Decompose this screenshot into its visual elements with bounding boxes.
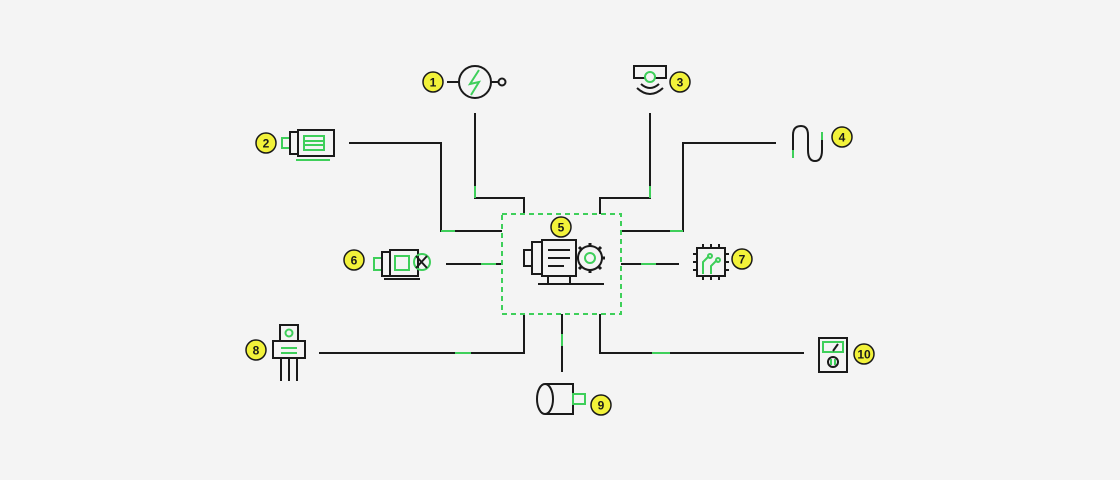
connector-8 [319, 314, 525, 354]
connector-3 [599, 113, 651, 214]
badge-7-label: 7 [739, 253, 746, 267]
badge-1: 1 [422, 71, 444, 93]
badge-6-label: 6 [351, 254, 358, 268]
multimeter-icon [818, 337, 848, 373]
badge-5: 5 [550, 216, 572, 238]
badge-2-label: 2 [263, 137, 270, 151]
badge-3-label: 3 [677, 76, 684, 90]
connectors [319, 113, 804, 372]
badge-5-label: 5 [558, 221, 565, 235]
badge-6: 6 [343, 249, 365, 271]
component-9[interactable]: 9 [536, 383, 612, 416]
component-4[interactable]: 4 [792, 124, 853, 163]
transistor-icon [272, 324, 306, 381]
badge-7: 7 [731, 248, 753, 270]
connector-4 [621, 142, 776, 232]
component-10[interactable]: 10 [818, 337, 875, 373]
hub-motor-controller[interactable]: 5 [501, 213, 622, 315]
cylinder-motor-icon [536, 383, 586, 415]
sensor-icon [633, 65, 667, 95]
component-2[interactable]: 2 [255, 129, 335, 161]
component-6[interactable]: 6 [343, 249, 431, 280]
electric-motor-icon [281, 129, 335, 161]
badge-3: 3 [669, 71, 691, 93]
microchip-icon [693, 244, 729, 280]
badge-10-label: 10 [857, 348, 871, 362]
power-supply-icon [447, 65, 507, 99]
badge-10: 10 [853, 343, 875, 365]
component-8[interactable]: 8 [245, 324, 306, 381]
badge-9-label: 9 [598, 399, 605, 413]
badge-4-label: 4 [839, 131, 846, 145]
connector-2 [349, 142, 502, 232]
connector-10 [599, 314, 804, 354]
component-3[interactable]: 3 [633, 65, 691, 95]
badge-8: 8 [245, 339, 267, 361]
gear-motor-icon [373, 249, 431, 280]
badge-9: 9 [590, 394, 612, 416]
motor-gear-icon [523, 239, 605, 285]
badge-2: 2 [255, 132, 277, 154]
component-7[interactable]: 7 [693, 244, 753, 280]
cable-icon [792, 124, 823, 163]
connector-1 [474, 113, 525, 214]
badge-1-label: 1 [430, 76, 437, 90]
badge-4: 4 [831, 126, 853, 148]
badge-8-label: 8 [253, 344, 260, 358]
component-1[interactable]: 1 [422, 65, 507, 99]
